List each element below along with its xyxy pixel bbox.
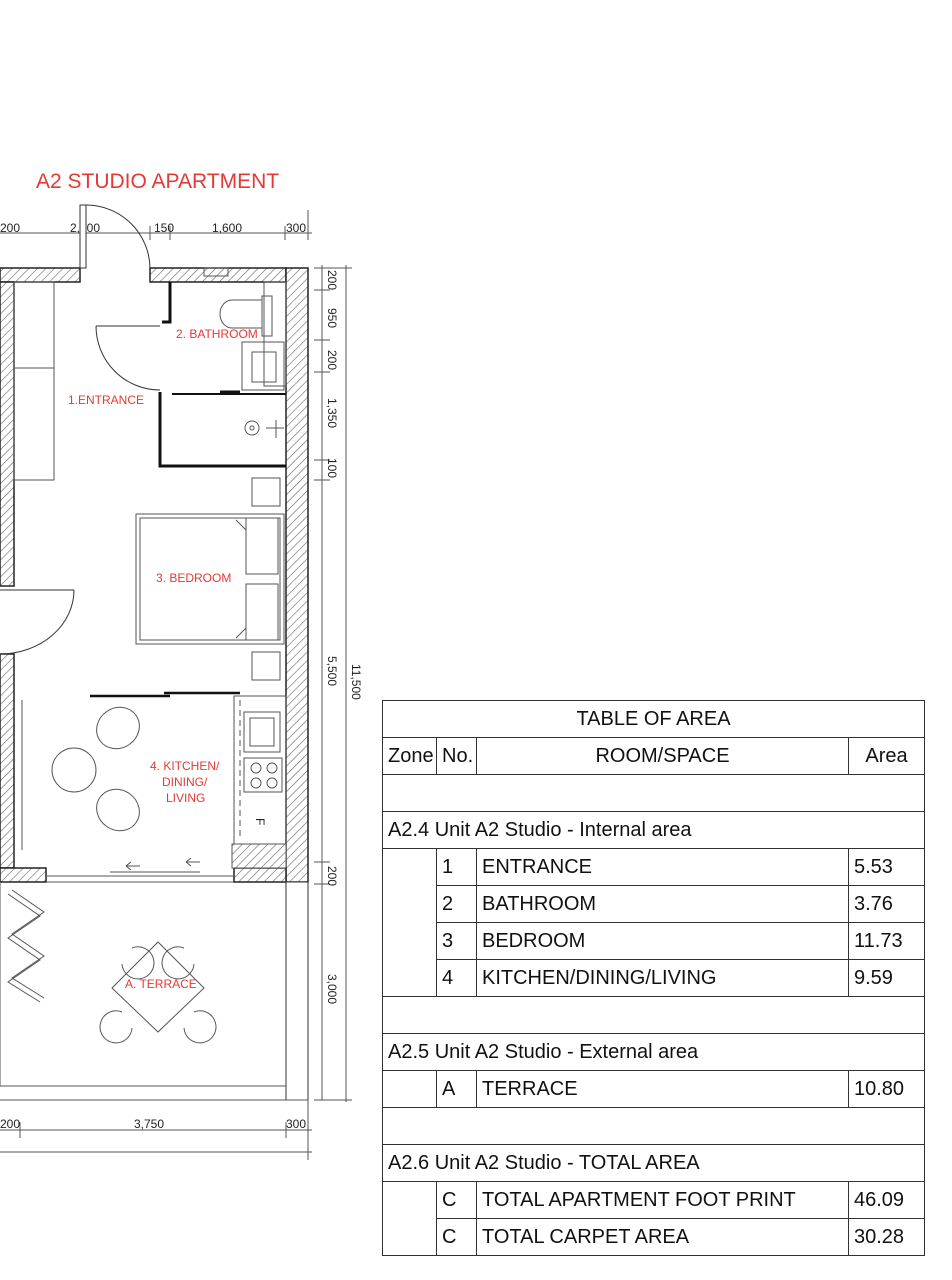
row-no: 1 [436,848,477,886]
row-room: TOTAL CARPET AREA [476,1218,849,1256]
dim-right-1: 200 [325,270,339,290]
room-label-bathroom: 2. BATHROOM [176,327,258,341]
row-no: 4 [436,959,477,997]
fridge-mark: F [253,818,267,825]
spacer-row [382,1107,925,1145]
dim-bottom-1: 200 [0,1117,20,1131]
section-row: A2.5 Unit A2 Studio - External area [382,1033,925,1071]
row-no: C [436,1181,477,1219]
bathroom-walls [158,282,286,468]
bathroom-fixtures [203,267,287,438]
row-area: 46.09 [848,1181,925,1219]
table-header-row: Zone No. ROOM/SPACE Area [382,737,925,775]
walls [0,267,309,1101]
header-zone: Zone [382,737,437,775]
spacer-cell [382,1107,925,1145]
kitchen-counter [231,695,287,869]
dim-top-5: 300 [286,221,306,235]
dim-top-4: 1,600 [212,221,242,235]
dim-right-4: 1,350 [325,398,339,428]
spacer-cell [382,996,925,1034]
zone-cell [382,1181,437,1256]
row-no: C [436,1218,477,1256]
dim-right-6: 5,500 [325,656,339,686]
row-room: TOTAL APARTMENT FOOT PRINT [476,1181,849,1219]
side-door [0,589,75,655]
dim-right-2: 950 [325,308,339,328]
plan-title: A2 STUDIO APARTMENT [36,170,279,193]
room-label-kitchen-2: DINING/ [162,775,208,789]
sliding-partition [90,691,240,698]
section-total: A2.6 Unit A2 Studio - TOTAL AREA [382,1144,925,1182]
table-row: C TOTAL CARPET AREA 30.28 [383,1218,925,1256]
dim-right-7: 200 [325,866,339,886]
row-no: 3 [436,922,477,960]
header-no: No. [436,737,477,775]
row-area: 11.73 [848,922,925,960]
table-title: TABLE OF AREA [382,700,925,738]
zone-cell [382,1070,437,1108]
table-row: 4 KITCHEN/DINING/LIVING 9.59 [383,959,925,997]
row-area: 3.76 [848,885,925,923]
dim-bottom-3: 300 [286,1117,306,1131]
spacer-cell [382,774,925,812]
room-label-entrance: 1.ENTRANCE [68,393,144,407]
floor-plan: A2 STUDIO APARTMENT 200 2,000 150 1,600 … [0,170,363,1160]
table-row: 3 BEDROOM 11.73 [383,922,925,960]
row-room: BATHROOM [476,885,849,923]
table-row: C TOTAL APARTMENT FOOT PRINT 46.09 [382,1181,925,1256]
row-room: BEDROOM [476,922,849,960]
spacer-row [382,996,925,1034]
area-table: TABLE OF AREA Zone No. ROOM/SPACE Area A… [382,700,925,1256]
bed [135,477,285,681]
section-external: A2.5 Unit A2 Studio - External area [382,1033,925,1071]
dim-right-3: 200 [325,350,339,370]
header-area: Area [848,737,925,775]
table-title-row: TABLE OF AREA [382,700,925,738]
bathroom-door [95,325,161,391]
dim-bottom-2: 3,750 [134,1117,164,1131]
row-room: KITCHEN/DINING/LIVING [476,959,849,997]
dim-top-1: 200 [0,221,20,235]
row-room: TERRACE [476,1070,849,1108]
dim-right-5: 100 [325,458,339,478]
dim-total: 11,500 [349,664,363,700]
row-area: 5.53 [848,848,925,886]
row-no: 2 [436,885,477,923]
section-row: A2.6 Unit A2 Studio - TOTAL AREA [382,1144,925,1182]
section-row: A2.4 Unit A2 Studio - Internal area [382,811,925,849]
row-area: 10.80 [848,1070,925,1108]
row-area: 30.28 [848,1218,925,1256]
dim-right-8: 3,000 [325,974,339,1004]
dining-set [21,700,140,850]
room-label-bedroom: 3. BEDROOM [156,571,231,585]
terrace-sliding-door [46,857,234,883]
right-dimensions [314,265,352,1102]
room-label-kitchen-3: LIVING [166,791,205,805]
entrance-door [79,204,151,269]
spacer-row [382,774,925,812]
table-row: 2 BATHROOM 3.76 [383,885,925,923]
room-label-terrace: A. TERRACE [125,977,197,991]
table-row: 1 ENTRANCE 5.53 [382,848,925,997]
row-no: A [436,1070,477,1108]
room-label-kitchen-1: 4. KITCHEN/ [150,759,220,773]
row-area: 9.59 [848,959,925,997]
row-room: ENTRANCE [476,848,849,886]
bottom-dimensions [0,1100,312,1160]
header-room: ROOM/SPACE [476,737,849,775]
wardrobe [13,281,55,481]
terrace [0,882,308,1101]
table-row: A TERRACE 10.80 [382,1070,925,1108]
dim-top-3: 150 [154,221,174,235]
zone-cell [382,848,437,997]
section-internal: A2.4 Unit A2 Studio - Internal area [382,811,925,849]
